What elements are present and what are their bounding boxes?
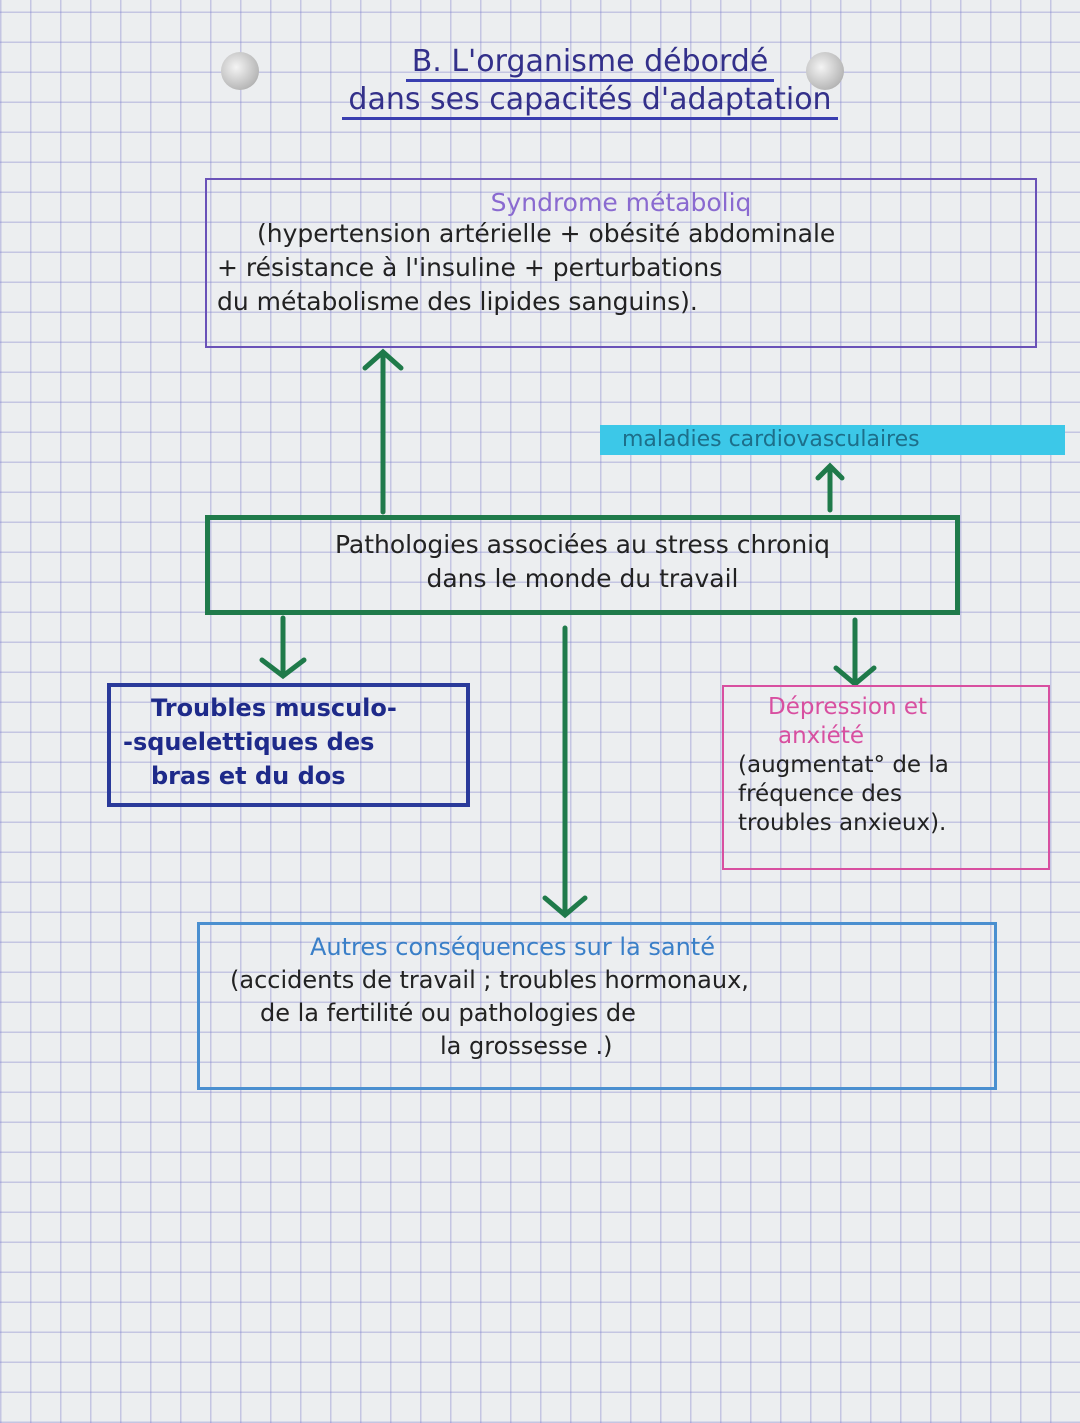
- arrow-up-to-cardio: [815, 462, 845, 513]
- syndrome-box: Syndrome métaboliq (hypertension artérie…: [205, 178, 1037, 348]
- title-text-1: B. L'organisme débordé: [405, 44, 775, 82]
- autres-line: (accidents de travail ; troubles hormona…: [230, 966, 749, 994]
- arrow-up-to-syndrome: [362, 348, 404, 515]
- autres-line: la grossesse .): [440, 1032, 613, 1060]
- autres-heading: Autres conséquences sur la santé: [310, 933, 715, 961]
- autres-box: Autres conséquences sur la santé (accide…: [197, 922, 997, 1090]
- center-line: Pathologies associées au stress chroniq: [334, 530, 831, 559]
- center-box: Pathologies associées au stress chroniq …: [205, 515, 960, 615]
- troubles-line: bras et du dos: [151, 762, 346, 790]
- autres-line: de la fertilité ou pathologies de: [260, 999, 636, 1027]
- depression-box: Dépression et anxiété (augmentat° de la …: [722, 685, 1050, 870]
- depression-line: fréquence des: [738, 781, 902, 807]
- troubles-box: Troubles musculo- -squelettiques des bra…: [107, 683, 470, 807]
- syndrome-line: du métabolisme des lipides sanguins).: [217, 287, 698, 316]
- binder-hole-right: [806, 52, 844, 90]
- page-title-line2: dans ses capacités d'adaptation: [260, 82, 920, 120]
- troubles-line: Troubles musculo-: [151, 694, 397, 722]
- syndrome-line: (hypertension artérielle + obésité abdom…: [257, 219, 836, 248]
- syndrome-line: + résistance à l'insuline + perturbation…: [217, 253, 723, 282]
- depression-heading-2: anxiété: [778, 723, 864, 749]
- depression-line: (augmentat° de la: [738, 752, 949, 778]
- cardio-highlight: maladies cardiovasculaires: [600, 425, 1065, 455]
- depression-line: troubles anxieux).: [738, 810, 947, 836]
- arrow-down-to-autres: [542, 625, 588, 919]
- arrow-down-to-depression: [833, 617, 877, 688]
- page-title-line1: B. L'organisme débordé: [260, 44, 920, 82]
- syndrome-heading: Syndrome métaboliq: [490, 188, 752, 217]
- depression-heading: Dépression et: [768, 694, 928, 720]
- troubles-line: -squelettiques des: [123, 728, 375, 756]
- center-line: dans le monde du travail: [426, 564, 739, 593]
- title-text-2: dans ses capacités d'adaptation: [342, 82, 838, 120]
- binder-hole-left: [221, 52, 259, 90]
- arrow-down-to-troubles: [259, 615, 307, 680]
